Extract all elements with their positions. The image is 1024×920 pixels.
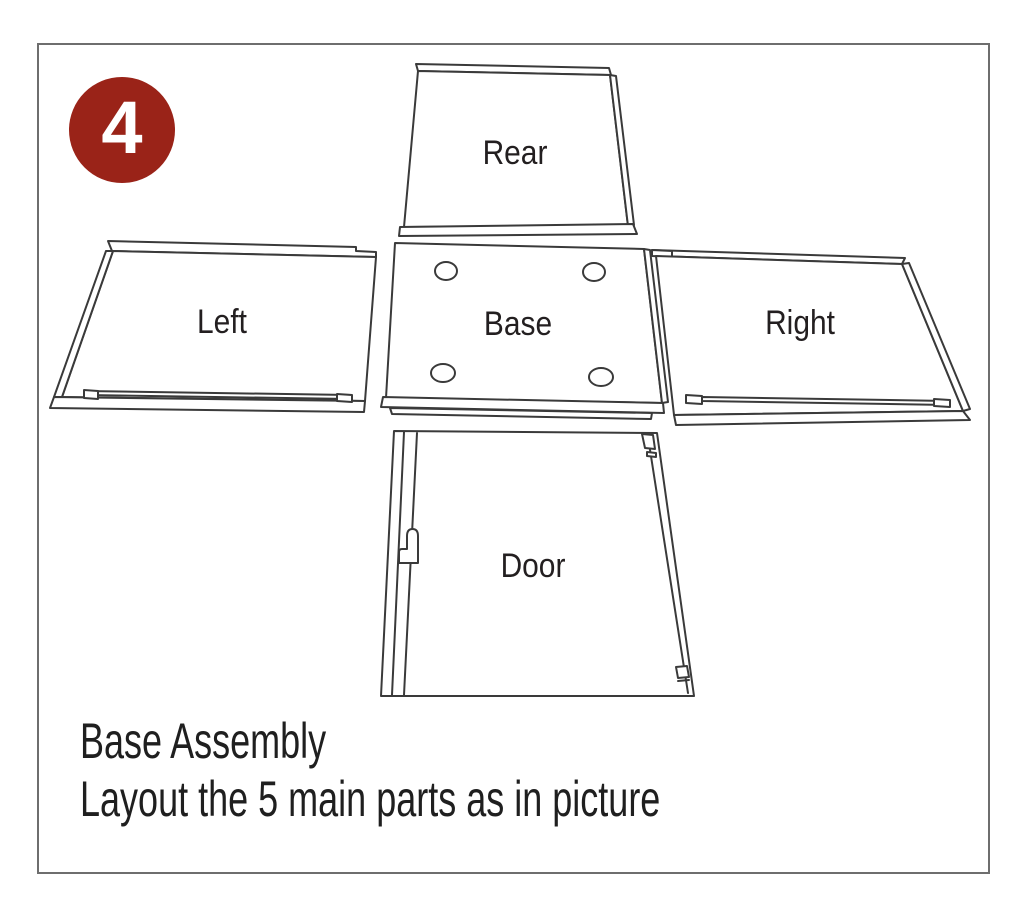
door-panel-drawing <box>380 430 695 697</box>
screw-hole <box>434 261 458 281</box>
right-groove-end-tab <box>933 398 951 408</box>
base-side-edge <box>643 248 669 404</box>
door-hinge-tab-bottom <box>675 665 690 679</box>
step-title: Base Assembly <box>80 713 327 769</box>
screw-hole <box>588 367 614 387</box>
rear-panel-label: Rear <box>482 134 548 172</box>
right-panel-label: Right <box>765 304 835 342</box>
left-bottom-edge-strip <box>49 396 366 413</box>
door-right-frame-line <box>647 436 689 694</box>
left-panel-label: Left <box>197 303 247 341</box>
rear-bottom-edge-strip <box>398 223 638 237</box>
base-bottom-edge-strip <box>380 396 665 414</box>
door-handle <box>398 528 419 564</box>
base-panel-drawing <box>380 242 669 420</box>
step-number: 4 <box>101 86 143 169</box>
door-panel-label: Door <box>500 547 566 585</box>
door-left-frame-line <box>391 431 405 696</box>
left-panel-drawing <box>49 240 377 413</box>
screw-hole <box>582 262 606 282</box>
left-groove-end-tab <box>336 393 353 403</box>
base-panel-label: Base <box>483 305 553 343</box>
step-instruction: Layout the 5 main parts as in picture <box>80 771 661 827</box>
door-panel-face <box>380 430 695 697</box>
step-number-badge: 4 <box>69 77 175 183</box>
right-panel-drawing <box>651 249 971 426</box>
door-hinge-line-bottom <box>677 679 690 682</box>
door-hinge-tab-top <box>641 433 656 450</box>
door-hinge-step-top <box>646 451 657 458</box>
right-bottom-edge-strip <box>673 410 971 426</box>
screw-hole <box>430 363 456 383</box>
left-groove-end-tab <box>83 389 99 400</box>
base-lower-edge-strip <box>389 407 653 420</box>
right-groove-end-tab <box>685 394 703 405</box>
step-caption: Base Assembly Layout the 5 main parts as… <box>80 712 660 828</box>
rear-panel-drawing <box>398 63 638 237</box>
right-side-edge <box>901 262 971 412</box>
